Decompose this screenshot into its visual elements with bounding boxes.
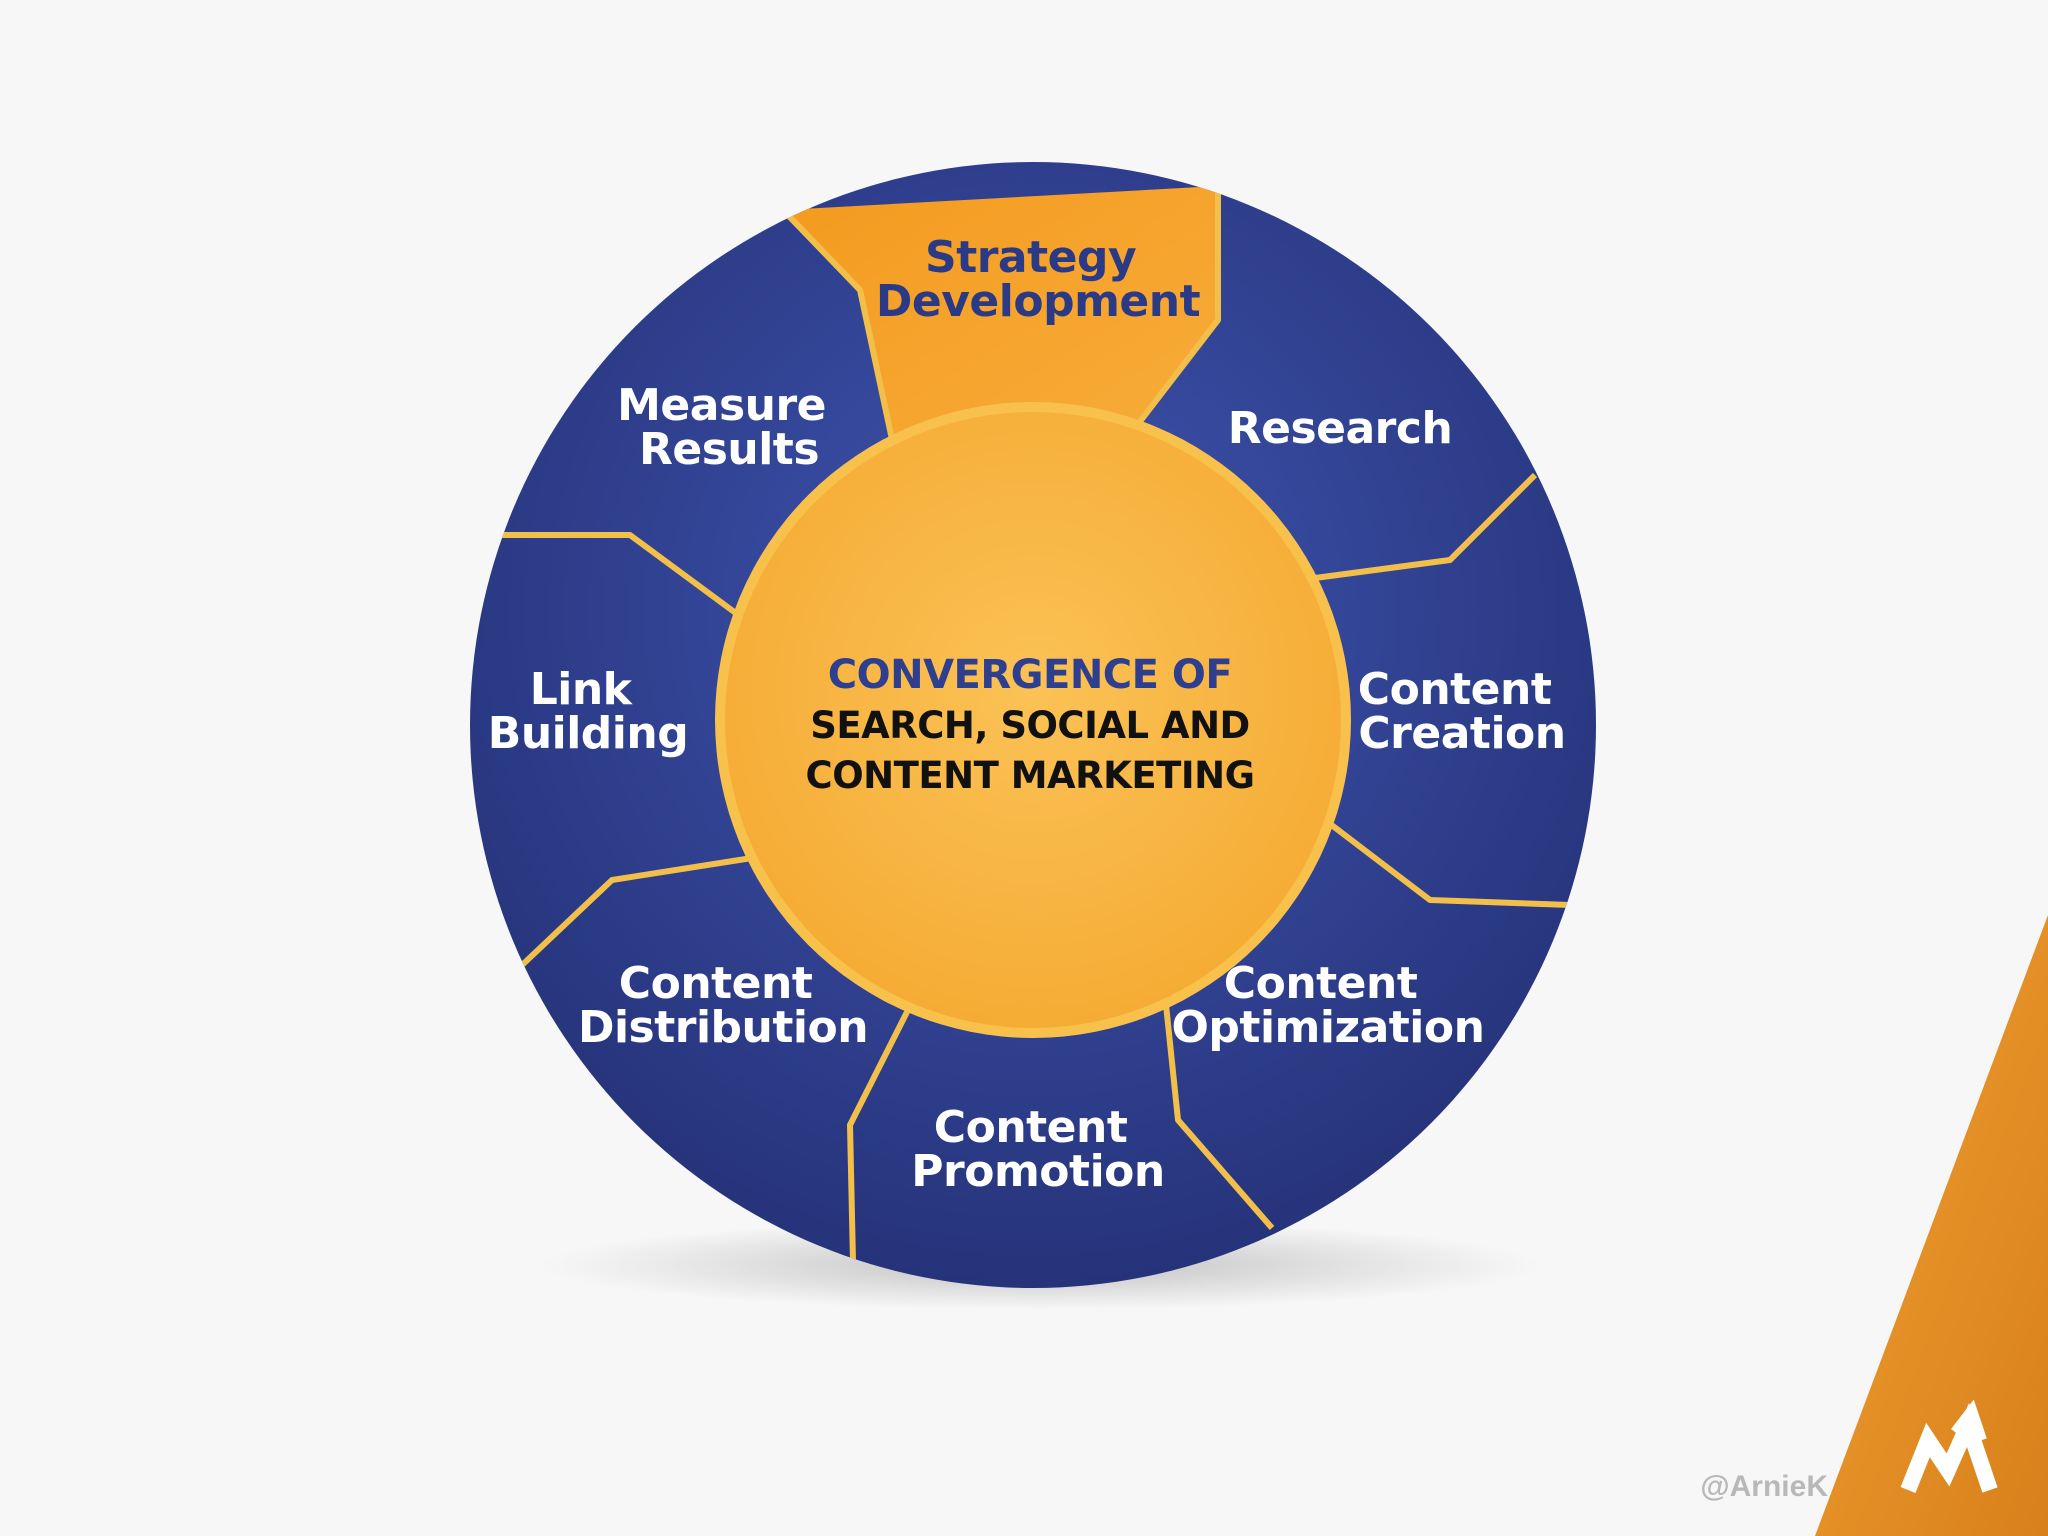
brand-corner: @ArnieK [1700, 915, 2048, 1536]
segment-strategy-development[interactable] [783, 186, 1218, 444]
label-measure-results: Measure Results [617, 380, 841, 475]
process-wheel: Strategy Development Research Content Cr… [470, 162, 1596, 1288]
segment-labels: Strategy Development Research Content Cr… [488, 232, 1566, 1197]
divider-distribution-link [517, 855, 753, 970]
divider-optimization-promotion [1162, 994, 1275, 1230]
divider-creation-optimization [1323, 817, 1571, 908]
am-arrow-logo-icon [1900, 1399, 1998, 1493]
divider-link-measure [490, 532, 739, 617]
center-subtitle-line1: SEARCH, SOCIAL AND [810, 704, 1250, 747]
center-hub: CONVERGENCE OF SEARCH, SOCIAL AND CONTEN… [715, 402, 1351, 1038]
label-strategy-development: Strategy Development [876, 232, 1201, 327]
label-link-building: Link Building [488, 664, 688, 759]
divider-strategy-right [1132, 186, 1221, 430]
divider-research-creation [1299, 472, 1538, 583]
label-content-distribution: Content Distribution [578, 958, 868, 1053]
author-handle: @ArnieK [1700, 1470, 1828, 1503]
label-content-optimization: Content Optimization [1172, 958, 1485, 1053]
divider-promotion-distribution [847, 1008, 911, 1263]
orange-corner-wedge [1815, 915, 2048, 1536]
label-content-creation: Content Creation [1358, 664, 1566, 759]
label-research: Research [1228, 403, 1453, 454]
label-content-promotion: Content Promotion [911, 1102, 1164, 1197]
center-hub-disc [725, 412, 1341, 1028]
center-title: CONVERGENCE OF [828, 652, 1232, 698]
divider-strategy-left [780, 207, 896, 445]
center-subtitle-line2: CONTENT MARKETING [806, 754, 1255, 797]
segment-dividers [490, 186, 1571, 1263]
